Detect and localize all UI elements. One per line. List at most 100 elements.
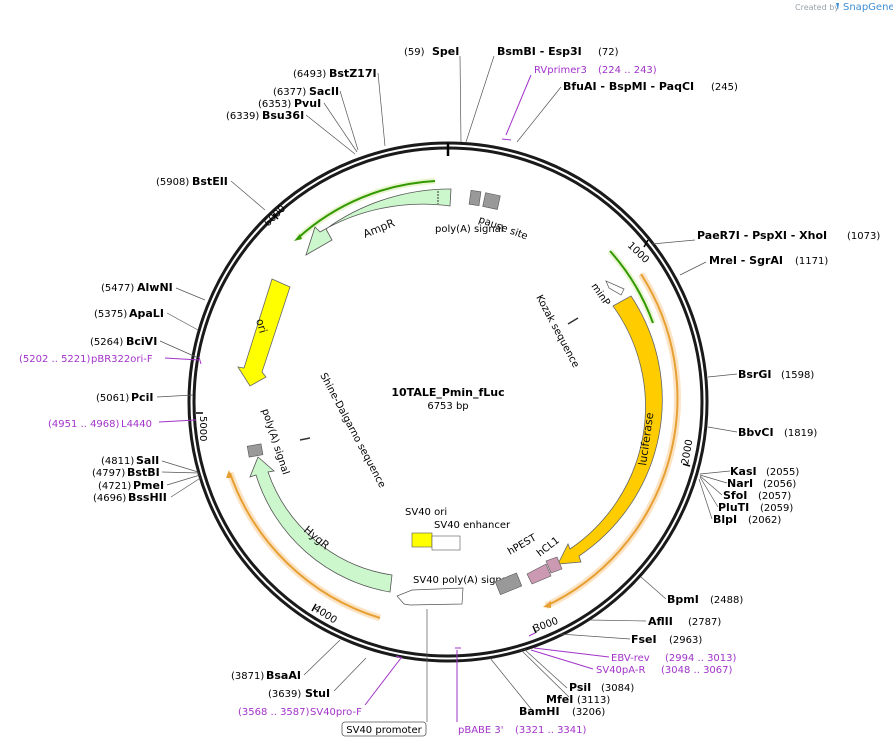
hygr-feature[interactable] <box>249 456 393 593</box>
primer-name: RVprimer3 <box>534 65 587 76</box>
minp-feature[interactable] <box>605 280 625 296</box>
pause-site-feature[interactable] <box>482 192 501 210</box>
primer-range: (3568 .. 3587) <box>238 707 310 718</box>
enzyme-pos: (4811) <box>101 456 134 467</box>
enzyme-name: KasI <box>730 465 757 478</box>
enzyme-name: BstBI <box>127 466 160 479</box>
enzyme-name: BciVI <box>126 335 157 348</box>
enzyme-name: ApaLI <box>129 307 164 320</box>
enzyme-pos: (5264) <box>90 337 123 348</box>
tick-mark-6000 <box>272 213 279 220</box>
sv40-polya-label: SV40 poly(A) signal <box>413 575 511 586</box>
enzyme-pos: (2488) <box>710 595 743 606</box>
sv40-ori-feature[interactable] <box>411 532 433 548</box>
primer-range: (2994 .. 3013) <box>665 653 737 664</box>
kozak-marker <box>567 317 579 325</box>
enzyme-pos: (1073) <box>847 231 880 242</box>
enzyme-pos: (2055) <box>766 467 799 478</box>
enzyme-pos: (72) <box>598 47 619 58</box>
enzyme-pos: (1598) <box>781 370 814 381</box>
ampr-feature[interactable] <box>305 188 452 256</box>
polya-left-feature[interactable] <box>246 443 264 458</box>
hcl1-feature[interactable] <box>545 556 563 574</box>
enzyme-pos: (5375) <box>94 309 127 320</box>
enzyme-name: PciI <box>131 391 153 404</box>
enzyme-name: BpmI <box>667 593 699 606</box>
luciferase-orf-arrowhead <box>543 601 551 608</box>
enzyme-pos: (1819) <box>784 428 817 439</box>
enzyme-pos: (4696) <box>93 493 126 504</box>
enzyme-name: BamHI <box>519 705 560 718</box>
enzyme-name: MreI - SgrAI <box>709 254 783 267</box>
enzyme-name: BssHII <box>128 491 167 504</box>
enzyme-pos: (3206) <box>572 707 605 718</box>
primer-name: EBV-rev <box>611 653 650 664</box>
hpest-feature[interactable] <box>526 563 552 585</box>
sv40-ori-label: SV40 ori <box>405 507 447 518</box>
sv40-polya-terminator[interactable] <box>494 572 523 596</box>
enzyme-pos: (4797) <box>92 468 125 479</box>
sv40-enhancer-feature[interactable] <box>431 535 461 551</box>
hcl1-label: hCL1 <box>535 535 562 559</box>
luciferase-feature[interactable] <box>557 295 663 565</box>
enzyme-name: BfuAI - BspMI - PaqCI <box>563 80 694 93</box>
enzyme-pos: (2059) <box>760 503 793 514</box>
enzyme-name: BbvCI <box>738 426 774 439</box>
enzyme-name: AflII <box>648 615 673 628</box>
shine-dalgarno-marker <box>299 437 311 441</box>
enzyme-name: StuI <box>305 687 330 700</box>
enzyme-pos: (245) <box>711 82 738 93</box>
enzyme-leaders <box>156 55 738 711</box>
enzyme-name: SalI <box>136 454 159 467</box>
polya-top-feature[interactable] <box>468 190 482 206</box>
enzyme-pos: (3639) <box>268 689 301 700</box>
enzyme-labels: (59) SpeI BsmBI - Esp3I (72) BfuAI - Bsp… <box>90 45 880 718</box>
enzyme-name: FseI <box>631 633 657 646</box>
hygr-orf-arrowhead <box>226 470 232 478</box>
tick-5000: 5000 <box>197 416 208 441</box>
enzyme-name: Bsu36I <box>262 109 304 122</box>
created-by-label: Created by <box>795 3 839 12</box>
primer-name: L4440 <box>121 419 152 430</box>
primer-name: pBABE 3' <box>458 725 504 736</box>
enzyme-pos: (2056) <box>763 479 796 490</box>
enzyme-pos: (2057) <box>758 491 791 502</box>
enzyme-name: BstEII <box>192 175 228 188</box>
enzyme-name: MfeI <box>546 693 573 706</box>
hygr-orf-arc <box>229 472 381 619</box>
enzyme-name: BsrGI <box>738 368 771 381</box>
enzyme-name: BsmBI - Esp3I <box>497 45 582 58</box>
enzyme-name: AlwNI <box>137 281 173 294</box>
enzyme-pos: (2963) <box>669 635 702 646</box>
tick-mark-3000 <box>532 625 537 634</box>
primer-range: (3321 .. 3341) <box>515 725 587 736</box>
tick-mark-4000 <box>311 603 317 612</box>
ampr-orf-arc <box>297 180 436 239</box>
sv40-polya-feature[interactable] <box>396 587 464 606</box>
enzyme-name: SacII <box>309 85 339 98</box>
primer-name: SV40pro-F <box>310 707 362 718</box>
enzyme-name: BlpI <box>713 513 737 526</box>
polya-top-label: poly(A) signal <box>435 224 504 235</box>
tick-mark-1000 <box>643 239 649 248</box>
enzyme-name: SpeI <box>432 45 459 58</box>
enzyme-name: PaeR7I - PspXI - XhoI <box>697 229 827 242</box>
ampr-label: AmpR <box>361 216 397 240</box>
ori-feature[interactable] <box>237 278 291 387</box>
enzyme-pos: (2062) <box>748 515 781 526</box>
enzyme-pos: (6339) <box>226 111 259 122</box>
sv40-promoter-box[interactable] <box>341 721 427 737</box>
primer-leaders <box>158 74 610 722</box>
enzyme-pos: (3084) <box>601 683 634 694</box>
enzyme-pos: (3871) <box>231 671 264 682</box>
plasmid-name: 10TALE_Pmin_fLuc <box>391 386 504 399</box>
enzyme-pos: (6353) <box>258 99 291 110</box>
enzyme-pos: (59) <box>404 47 425 58</box>
shine-dalgarno-label: Shine-Dalgarno sequence <box>317 371 387 490</box>
snapgene-brand: SnapGene <box>843 2 893 13</box>
enzyme-pos: (5061) <box>96 393 129 404</box>
primer-range: (4951 .. 4968) <box>48 419 120 430</box>
enzyme-name: NarI <box>727 477 753 490</box>
tick-2000: 2000 <box>680 439 695 466</box>
